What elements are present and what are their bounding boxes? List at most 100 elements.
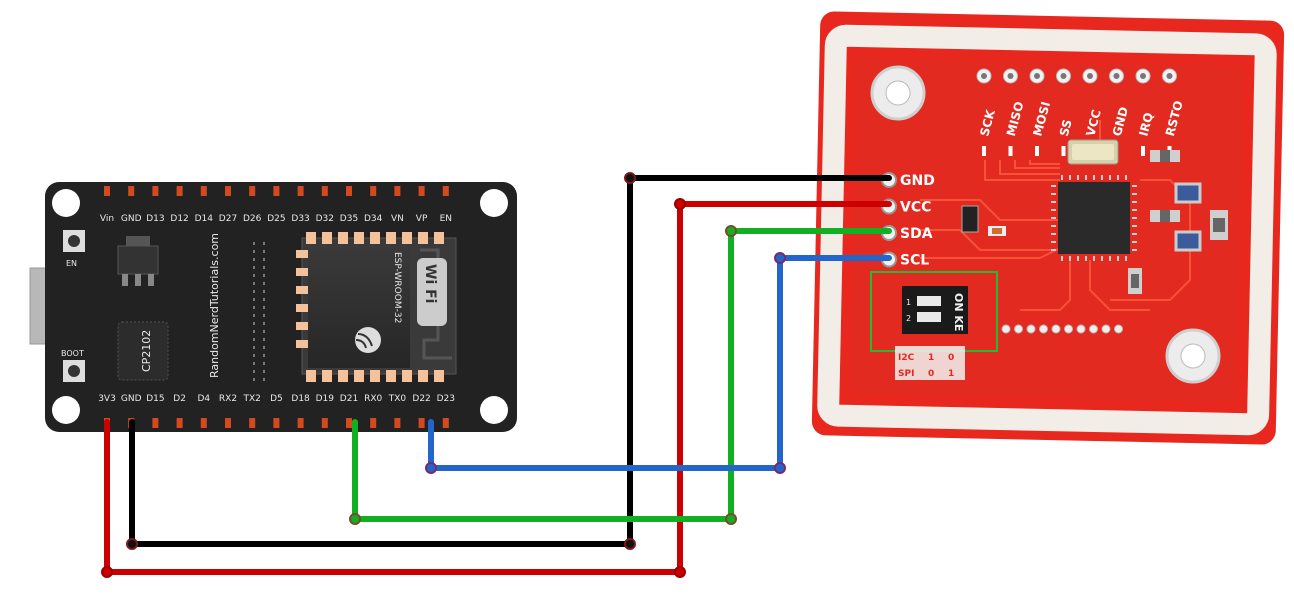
header-trace-pad [1061,146,1066,156]
header-pad-hole [1113,73,1120,79]
top-pin-label: D34 [364,214,383,224]
top-pin-label: D32 [316,214,334,224]
joint-dot [725,513,737,525]
pn532-mount-hole-center [1180,343,1206,369]
mount-hole [480,396,508,424]
joint-dot [126,538,138,550]
dip-switch-num-1: 1 [906,298,911,307]
bottom-pin-label: D23 [437,394,455,404]
i2c-pin-label: SDA [900,226,933,242]
top-pin-label: Vin [100,214,114,224]
smd-components [961,150,1228,294]
bottom-pin-label: D5 [270,394,283,404]
bottom-pad [1114,324,1123,334]
esp32-board: EN BOOT CP2102 RandomNerdTutorials.com E… [29,182,517,432]
boot-button-cap [68,365,80,377]
dip-switch-lever-2 [917,312,941,322]
header-pin [225,418,231,428]
dip-switch [902,286,968,334]
crystal-top [1072,144,1114,160]
mode-spi-b: 1 [948,369,954,379]
en-label: EN [66,259,77,268]
header-trace-pad [982,146,986,156]
header-pin [370,186,377,196]
bottom-pad [1089,324,1098,334]
bottom-pin-label: RX2 [219,394,237,404]
rnt-vertical-text: RandomNerdTutorials.com [208,233,221,378]
mode-i2c: I2C [898,353,915,363]
top-pin-label: D14 [195,214,214,224]
boot-label: BOOT [61,349,84,358]
spi-pin-label: VCC [1083,108,1104,138]
header-pad-hole [1140,73,1146,79]
regulator-leg [135,274,141,286]
top-pin-label: D35 [340,214,358,224]
header-pin [394,186,401,196]
header-pin [321,418,328,428]
bottom-pad [1064,324,1073,334]
cp2102-chip [117,321,169,381]
top-pin-label: D13 [146,214,164,224]
header-pin [104,186,110,196]
pn532-bottom-pads [1001,324,1123,334]
header-trace-pad [1035,146,1039,156]
dip-switch-lever-1 [917,296,941,306]
joint-dot [101,566,113,578]
cp2102-label: CP2102 [140,330,153,372]
bottom-pad [1001,324,1011,334]
header-pin [200,418,207,428]
voltage-regulator [117,245,159,275]
pn532-antenna-loop [817,24,1277,436]
wifi-badge [417,258,447,326]
header-pad-hole [981,73,987,79]
pn532-chip-pins [1051,175,1137,261]
regulator-leg [122,274,128,286]
mode-i2c-a: 1 [928,353,934,363]
regulator-leg [148,274,154,286]
dip-switch-text: ON KE [952,293,965,331]
header-pad-hole [1034,73,1040,79]
header-pin [297,186,304,196]
en-button-cap [68,235,80,247]
header-pin [394,418,401,428]
header-pin [152,186,159,196]
wifi-badge-text: Wi Fi [422,264,438,303]
module-pads-top [306,232,444,244]
header-pin [249,186,256,196]
pn532-mount-hole-center [885,80,911,106]
header-pin [225,186,231,196]
joint-dot [624,172,636,184]
pn532-chip [1058,182,1130,254]
top-pin-label: D33 [291,214,309,224]
top-pin-label: D26 [243,214,262,224]
header-pad-hole [1060,73,1067,79]
voltage-regulator-tab [126,236,150,246]
header-pin [273,186,280,196]
module-label: ESP-WROOM-32 [392,252,402,323]
spi-pin-label: SCK [977,108,998,138]
bottom-pin-label: TX2 [243,394,261,404]
bottom-pad [1076,324,1086,334]
module-pads-left [296,250,308,348]
joint-dot [624,538,636,550]
top-pin-label: D27 [219,214,237,224]
mode-spi: SPI [898,369,914,379]
dip-switch-num-2: 2 [906,314,911,323]
joint-dot [774,252,786,264]
header-pin [249,418,256,428]
header-pin [128,186,135,196]
bottom-pin-label: D18 [291,394,310,404]
bottom-pin-label: D15 [146,394,164,404]
bottom-pin-label: GND [121,394,142,404]
header-pin [442,186,449,196]
header-pin [273,418,280,428]
bottom-pin-label: RX0 [364,394,382,404]
top-pin-label: D25 [267,214,285,224]
bottom-pin-label: TX0 [388,394,407,404]
bottom-pin-label: D21 [340,394,358,404]
header-pin [442,418,449,428]
mount-hole [480,189,508,217]
mode-i2c-b: 0 [948,353,954,363]
